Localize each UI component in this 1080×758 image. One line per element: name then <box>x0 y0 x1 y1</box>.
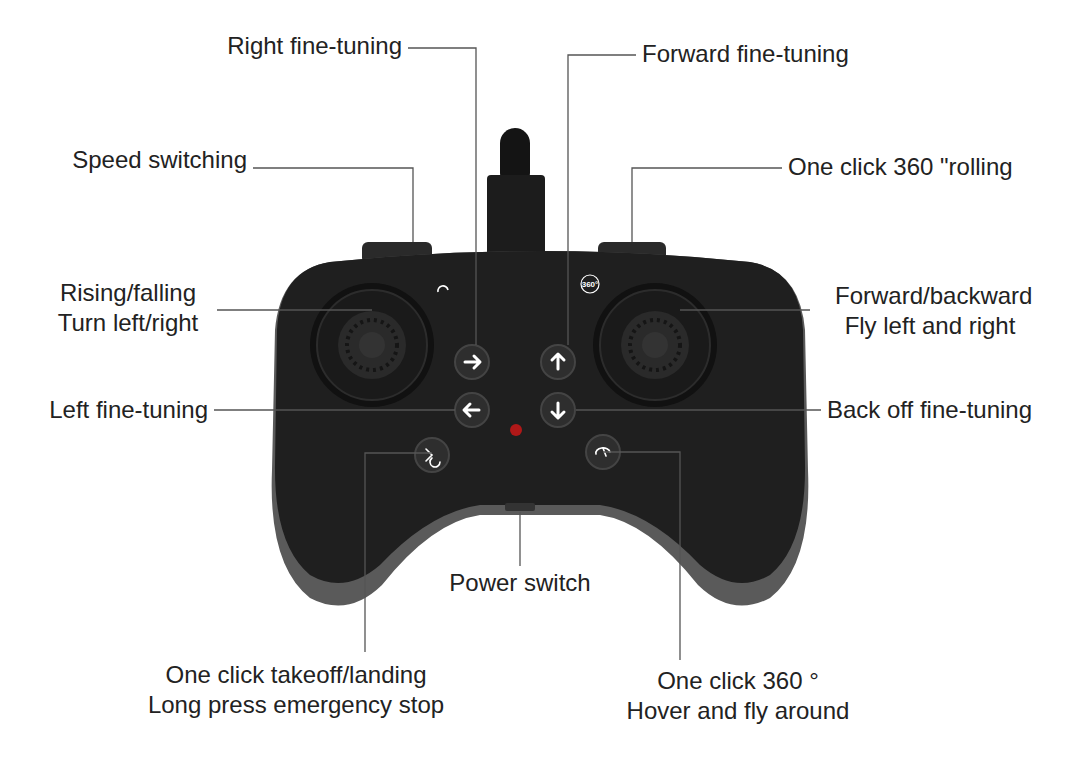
callout-label: Back off fine-tuning <box>827 395 1032 425</box>
callout-label: Forward fine-tuning <box>642 39 849 69</box>
callout-label: One click 360 "rolling <box>788 152 1013 182</box>
callout-label: Rising/falling Turn left/right <box>56 278 200 338</box>
callout-label: Forward/backward Fly left and right <box>835 281 1025 341</box>
callout-label: One click takeoff/landing Long press eme… <box>147 660 446 720</box>
callout-label: Power switch <box>449 568 590 598</box>
callout-label: Left fine-tuning <box>49 395 208 425</box>
callout-label: Speed switching <box>72 145 247 175</box>
icon-text: 360° <box>582 280 599 289</box>
callout-label: Right fine-tuning <box>227 31 402 61</box>
callout-label: One click 360 ° Hover and fly around <box>626 666 851 726</box>
